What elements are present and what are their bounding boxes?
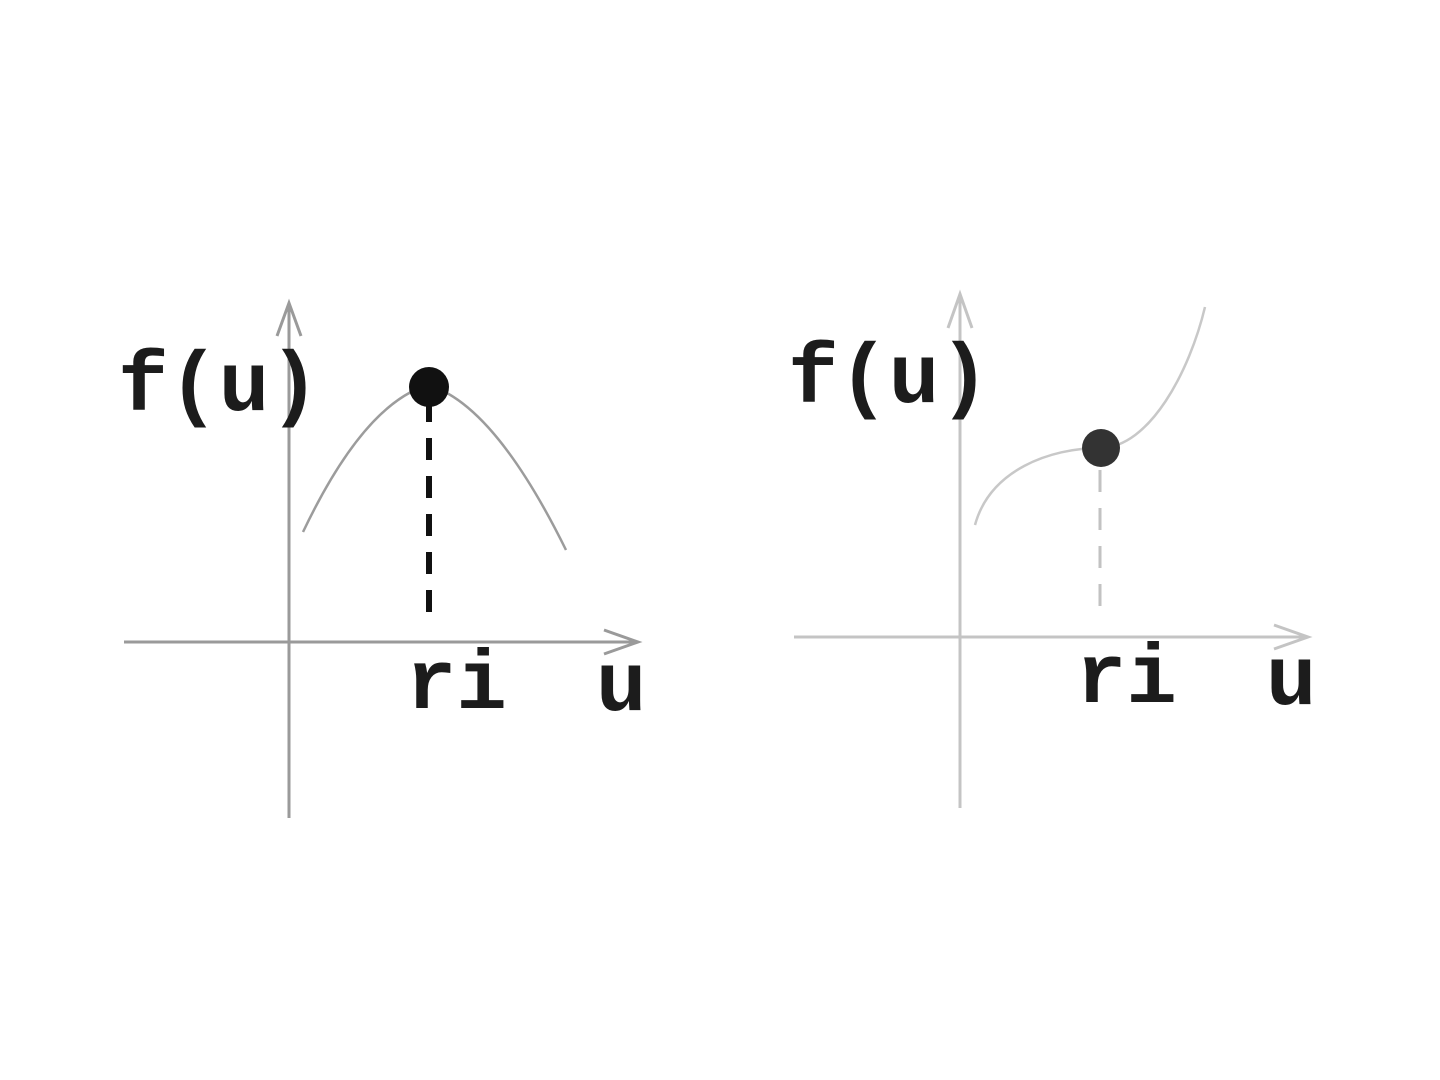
critical-point-marker [409, 367, 449, 407]
function-curve [973, 306, 1207, 526]
point-label: ri [1076, 633, 1177, 728]
diagram-inflection: f(u) ri u [788, 289, 1316, 808]
y-axis-label: f(u) [788, 333, 990, 428]
x-axis-arrow-icon [603, 628, 643, 656]
x-axis-arrow-icon [1273, 623, 1313, 651]
diagram-maximum: f(u) ri u [118, 298, 646, 818]
x-axis-label: u [1266, 635, 1316, 730]
critical-point-marker [1082, 429, 1120, 467]
y-axis-arrow-icon [275, 298, 303, 337]
y-axis-label: f(u) [118, 341, 320, 436]
point-label: ri [406, 639, 507, 734]
function-curve [301, 383, 568, 551]
y-axis-arrow-icon [946, 289, 974, 329]
x-axis-label: u [596, 641, 646, 736]
